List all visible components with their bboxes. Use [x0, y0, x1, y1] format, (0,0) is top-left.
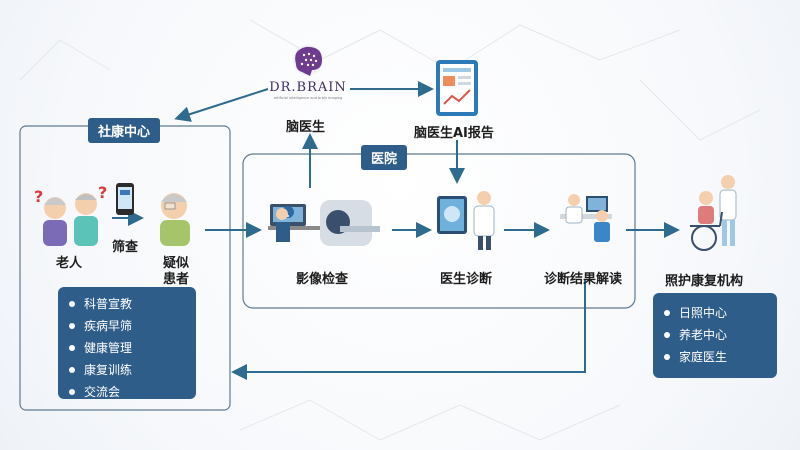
- mri-scanner-illustration: [268, 200, 380, 246]
- screening-label: 筛查: [112, 240, 139, 255]
- service-item: 科普宣教: [58, 293, 196, 315]
- svg-text:?: ?: [34, 187, 43, 206]
- ai-report-tablet-illustration: [436, 60, 478, 116]
- step-imaging-label: 影像检查: [296, 272, 349, 287]
- rehab-title: 照护康复机构: [665, 274, 744, 289]
- logo-wordmark: DR.BRAIN: [269, 80, 347, 95]
- rehab-service-item: 养老中心: [653, 324, 777, 346]
- consultation-illustration: [560, 194, 612, 242]
- elderly-label: 老人: [56, 256, 83, 271]
- community-services-panel: 科普宣教 疾病早筛 健康管理 康复训练 交流会: [58, 287, 196, 399]
- ai-report-label: 脑医生AI报告: [414, 126, 494, 141]
- brand-name-label: 脑医生: [286, 120, 326, 135]
- service-item: 疾病早筛: [58, 315, 196, 337]
- logo-subtext: artificial intelligence and brain imagin…: [273, 96, 343, 100]
- service-item: 健康管理: [58, 337, 196, 359]
- rehab-services-list: 日照中心 养老中心 家庭医生: [653, 293, 777, 368]
- dr-brain-logo: DR.BRAIN artificial intelligence and bra…: [262, 42, 354, 104]
- step-diagnosis-label: 医生诊断: [440, 272, 493, 287]
- suspected-label-line1: 疑似: [163, 256, 190, 271]
- hospital-title: 医院: [361, 145, 408, 170]
- suspected-patient-illustration: [160, 193, 190, 246]
- rehab-service-item: 家庭医生: [653, 346, 777, 368]
- brain-icon: [293, 45, 323, 76]
- community-center-title: 社康中心: [88, 118, 161, 143]
- step-interpretation-label: 诊断结果解读: [544, 272, 623, 287]
- rehab-service-item: 日照中心: [653, 302, 777, 324]
- rehab-wheelchair-illustration: [690, 175, 737, 251]
- arrow-logo-to-center: [174, 88, 269, 122]
- arrow-feedback-to-center: [231, 280, 586, 380]
- svg-text:?: ?: [98, 183, 107, 202]
- service-item: 交流会: [58, 381, 196, 403]
- phone-illustration: [116, 183, 134, 215]
- suspected-label-line2: 患者: [163, 272, 190, 287]
- elderly-couple-illustration: ? ?: [34, 183, 107, 246]
- rehab-services-panel: 日照中心 养老中心 家庭医生: [653, 293, 777, 378]
- service-item: 康复训练: [58, 359, 196, 381]
- doctor-diagnosis-illustration: [437, 191, 495, 250]
- community-services-list: 科普宣教 疾病早筛 健康管理 康复训练 交流会: [58, 287, 196, 403]
